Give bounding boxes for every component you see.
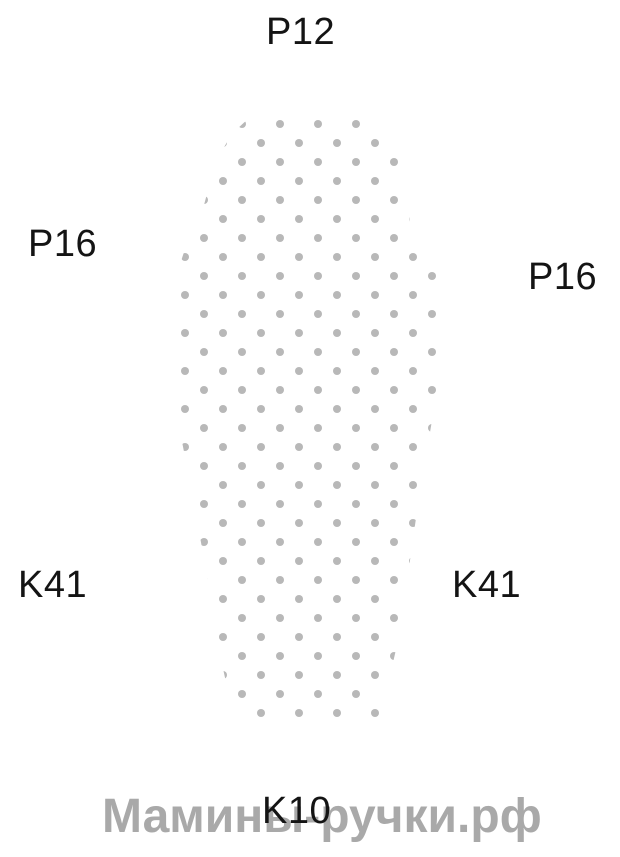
label-right-upper-p16: P16 <box>528 256 598 298</box>
label-top-p12: P12 <box>266 11 336 53</box>
watermark-text: Мамины-ручки.рф <box>102 790 542 843</box>
label-left-upper-p16: P16 <box>28 223 98 265</box>
garment-piece-dotted <box>170 118 446 718</box>
label-bottom-k10: K10 <box>262 790 332 832</box>
label-left-lower-k41: K41 <box>18 564 88 606</box>
label-right-lower-k41: K41 <box>452 564 522 606</box>
